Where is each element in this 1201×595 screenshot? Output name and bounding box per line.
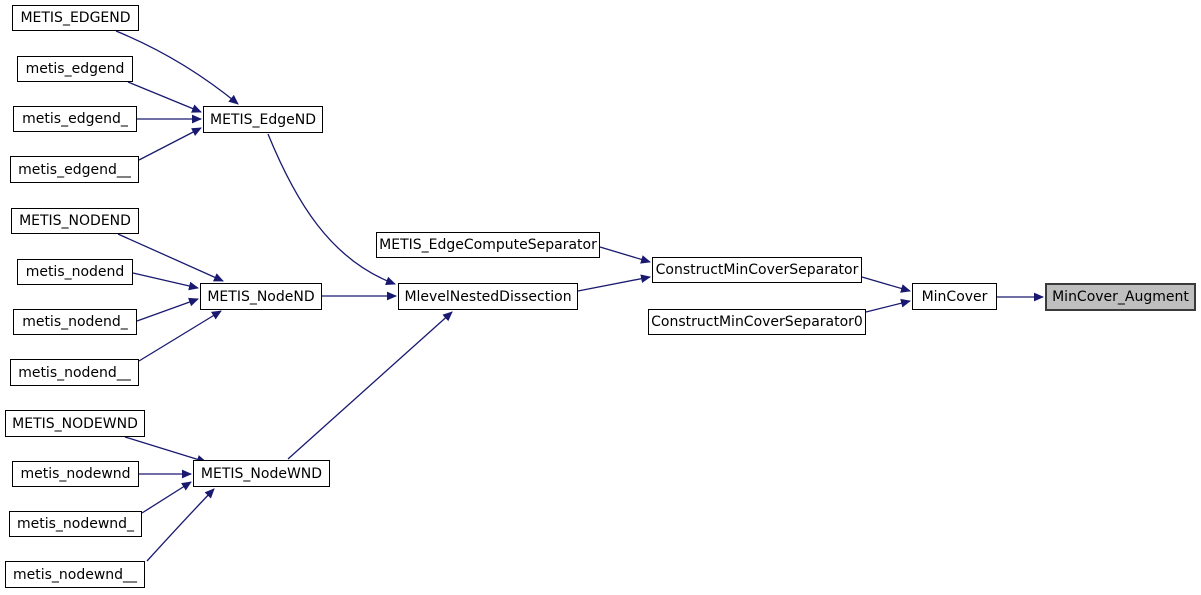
node-METIS_NODEWND[interactable]: METIS_NODEWND	[5, 410, 145, 437]
edge-METIS_NODEWND-to-METIS_NodeWND	[124, 436, 207, 464]
edge-metis_nodend__-to-METIS_NodeND	[138, 310, 222, 362]
node-metis_edgend__[interactable]: metis_edgend__	[10, 156, 139, 183]
edge-metis_edgend-to-METIS_EdgeND	[127, 81, 202, 113]
edge-METIS_EDGEND-to-METIS_EdgeND	[115, 30, 239, 105]
node-metis_edgend_[interactable]: metis_edgend_	[13, 106, 137, 132]
edge-ConstructMinCoverSeparator0-to-MinCover	[865, 298, 911, 313]
node-MinCover_Augment: MinCover_Augment	[1045, 283, 1196, 311]
edge-metis_nodend-to-METIS_NodeND	[132, 272, 199, 291]
node-metis_nodend__[interactable]: metis_nodend__	[10, 359, 139, 386]
edge-metis_nodewnd_-to-METIS_NodeWND	[141, 481, 192, 514]
node-METIS_NodeND[interactable]: METIS_NodeND	[200, 283, 322, 310]
node-METIS_NODEND[interactable]: METIS_NODEND	[11, 208, 139, 234]
edge-METIS_NODEND-to-METIS_NodeND	[117, 233, 224, 282]
node-metis_nodend_[interactable]: metis_nodend_	[13, 309, 137, 335]
node-METIS_EdgeND[interactable]: METIS_EdgeND	[203, 106, 323, 133]
node-METIS_NodeWND[interactable]: METIS_NodeWND	[193, 460, 330, 487]
node-metis_nodend[interactable]: metis_nodend	[17, 259, 133, 285]
node-metis_nodewnd_[interactable]: metis_nodewnd_	[9, 511, 142, 537]
edge-METIS_NodeWND-to-MlevelNestedDissection	[287, 311, 453, 460]
edge-ConstructMinCoverSeparator-to-MinCover	[861, 276, 911, 293]
edge-METIS_EdgeComputeSeparator-to-ConstructMinCoverSeparator	[599, 246, 651, 264]
node-ConstructMinCoverSeparator0[interactable]: ConstructMinCoverSeparator0	[648, 309, 866, 335]
node-METIS_EDGEND[interactable]: METIS_EDGEND	[12, 5, 139, 31]
node-MlevelNestedDissection[interactable]: MlevelNestedDissection	[398, 283, 578, 310]
edge-METIS_EdgeND-to-MlevelNestedDissection	[267, 133, 396, 286]
node-MinCover[interactable]: MinCover	[912, 283, 997, 310]
node-metis_nodewnd__[interactable]: metis_nodewnd__	[5, 561, 145, 588]
node-METIS_EdgeComputeSeparator[interactable]: METIS_EdgeComputeSeparator	[376, 232, 600, 258]
edge-metis_nodend_-to-METIS_NodeND	[136, 297, 199, 322]
edges-group	[115, 30, 1044, 562]
node-ConstructMinCoverSeparator[interactable]: ConstructMinCoverSeparator	[652, 257, 862, 283]
node-metis_edgend[interactable]: metis_edgend	[17, 56, 133, 82]
edge-MlevelNestedDissection-to-ConstructMinCoverSeparator	[577, 274, 651, 292]
edge-metis_edgend__-to-METIS_EdgeND	[138, 127, 202, 161]
edge-metis_nodewnd__-to-METIS_NodeWND	[146, 488, 215, 562]
node-metis_nodewnd[interactable]: metis_nodewnd	[12, 461, 139, 487]
